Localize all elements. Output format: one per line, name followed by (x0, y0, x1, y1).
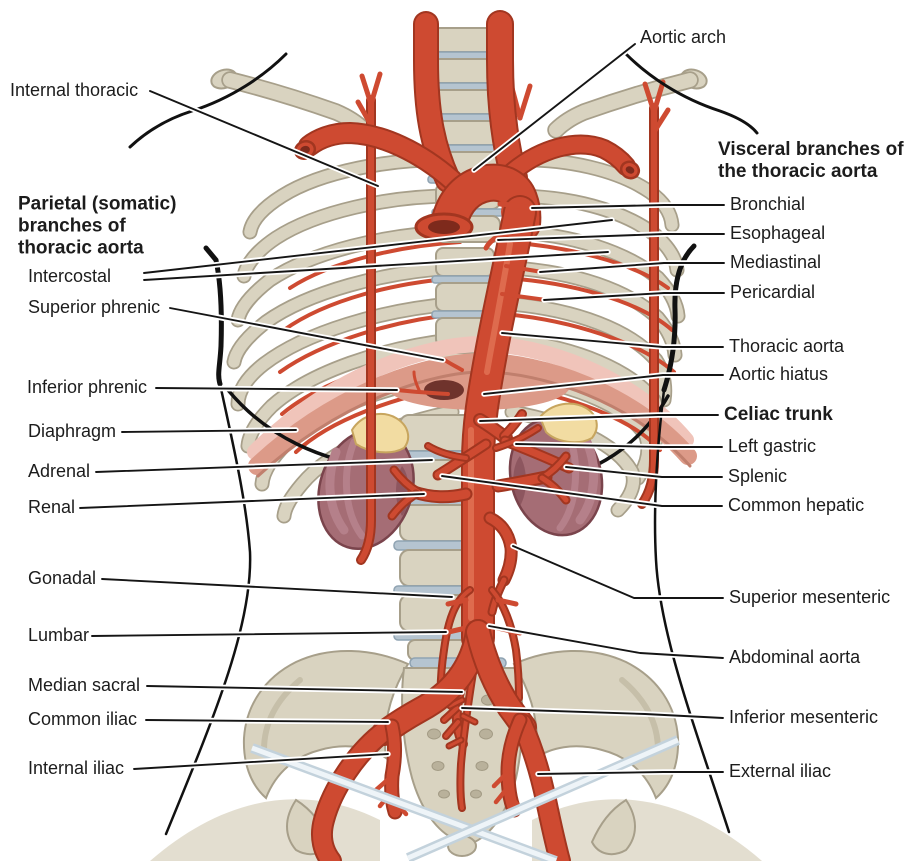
label-lumbar: Lumbar (28, 625, 90, 646)
right-neck-curve (624, 52, 759, 135)
label-superior-mesenteric: Superior mesenteric (729, 587, 891, 608)
leader-mediastinal (539, 262, 725, 273)
leader-inferior-phrenic (155, 387, 398, 391)
label-bronchial: Bronchial (730, 194, 806, 215)
leader-external-iliac (537, 771, 724, 775)
label-diaphragm: Diaphragm (28, 421, 117, 442)
leader-gonadal (101, 578, 453, 598)
right-gonadal-artery (490, 588, 521, 700)
label-celiac-trunk: Celiac trunk (724, 403, 833, 425)
left-external-iliac (313, 721, 395, 861)
label-intercostal: Intercostal (28, 266, 112, 287)
leader-inferior-mesenteric (461, 707, 724, 719)
left-flank-line (164, 382, 252, 836)
leader-bronchial (531, 204, 725, 209)
leader-diaphragm (121, 429, 297, 433)
label-renal: Renal (28, 497, 76, 518)
label-splenic: Splenic (728, 466, 788, 487)
right-flank-line (653, 388, 731, 834)
label-mediastinal: Mediastinal (730, 252, 822, 273)
inferior-phrenic-artery (396, 388, 450, 396)
aortic-hiatus-opening (424, 380, 464, 400)
label-aortic-arch: Aortic arch (640, 27, 727, 48)
leader-renal (79, 493, 425, 509)
label-aortic-hiatus: Aortic hiatus (729, 364, 829, 385)
label-thoracic-aorta: Thoracic aorta (729, 336, 845, 357)
leader-lumbar (91, 631, 447, 637)
leader-left-gastric (515, 443, 723, 448)
left-thigh-mass (150, 799, 380, 861)
leader-intercostal (143, 251, 609, 281)
label-common-hepatic: Common hepatic (728, 495, 865, 516)
label-gonadal: Gonadal (28, 568, 97, 589)
label-internal-thoracic: Internal thoracic (10, 80, 139, 101)
leader-splenic (565, 466, 723, 478)
inguinal-ligaments (250, 735, 681, 861)
label-internal-iliac: Internal iliac (28, 758, 125, 779)
label-visceral-header: Visceral branches of the thoracic aorta (718, 138, 904, 182)
leader-median-sacral (146, 685, 463, 693)
leader-abdominal-aorta (488, 625, 724, 659)
leader-adrenal (95, 459, 433, 473)
superior-mesenteric-artery (485, 513, 516, 585)
leader-esophageal (497, 233, 725, 241)
leader-common-iliac (145, 719, 389, 723)
leader-superior-mesenteric (512, 545, 724, 599)
left-neck-curve (128, 52, 288, 149)
label-inferior-phrenic: Inferior phrenic (27, 377, 148, 398)
label-abdominal-aorta: Abdominal aorta (729, 647, 861, 668)
left-subclavian (300, 124, 461, 189)
label-esophageal: Esophageal (730, 223, 826, 244)
left-internal-thoracic-artery (358, 97, 374, 563)
right-adrenal-artery (494, 426, 540, 450)
label-common-iliac: Common iliac (28, 709, 138, 730)
leader-intercostal (143, 219, 613, 274)
leader-internal-thoracic (149, 90, 379, 187)
right-common-carotid (488, 12, 526, 190)
label-median-sacral: Median sacral (28, 675, 141, 696)
esophageal-artery (483, 233, 501, 251)
leader-pericardial (543, 292, 725, 301)
label-parietal-header: Parietal (somatic) branches of thoracic … (18, 193, 177, 260)
leader-superior-phrenic (169, 307, 444, 361)
right-internal-thoracic-artery (639, 105, 657, 507)
label-inferior-mesenteric: Inferior mesenteric (729, 707, 879, 728)
label-pericardial: Pericardial (730, 282, 816, 303)
leader-celiac-trunk (479, 414, 719, 422)
left-adrenal-gland (350, 413, 410, 454)
label-adrenal: Adrenal (28, 461, 91, 482)
left-gastric-artery (501, 411, 525, 439)
leader-aortic-arch (473, 43, 636, 171)
right-ischium (590, 798, 636, 856)
leader-common-hepatic (441, 475, 723, 507)
leader-casing-abdominal-aorta (486, 623, 726, 661)
label-superior-phrenic: Superior phrenic (28, 297, 161, 318)
leader-internal-iliac (133, 753, 389, 770)
right-adrenal-gland (538, 402, 598, 444)
label-external-iliac: External iliac (729, 761, 832, 782)
leader-lines (77, 41, 727, 777)
leader-thoracic-aorta (501, 332, 724, 348)
right-subclavian-cut (619, 160, 641, 180)
label-left-gastric: Left gastric (728, 436, 817, 457)
right-subclavian (502, 136, 634, 182)
leader-aortic-hiatus (483, 374, 724, 395)
right-thigh-mass (532, 799, 762, 861)
left-adrenal-artery (426, 444, 468, 460)
